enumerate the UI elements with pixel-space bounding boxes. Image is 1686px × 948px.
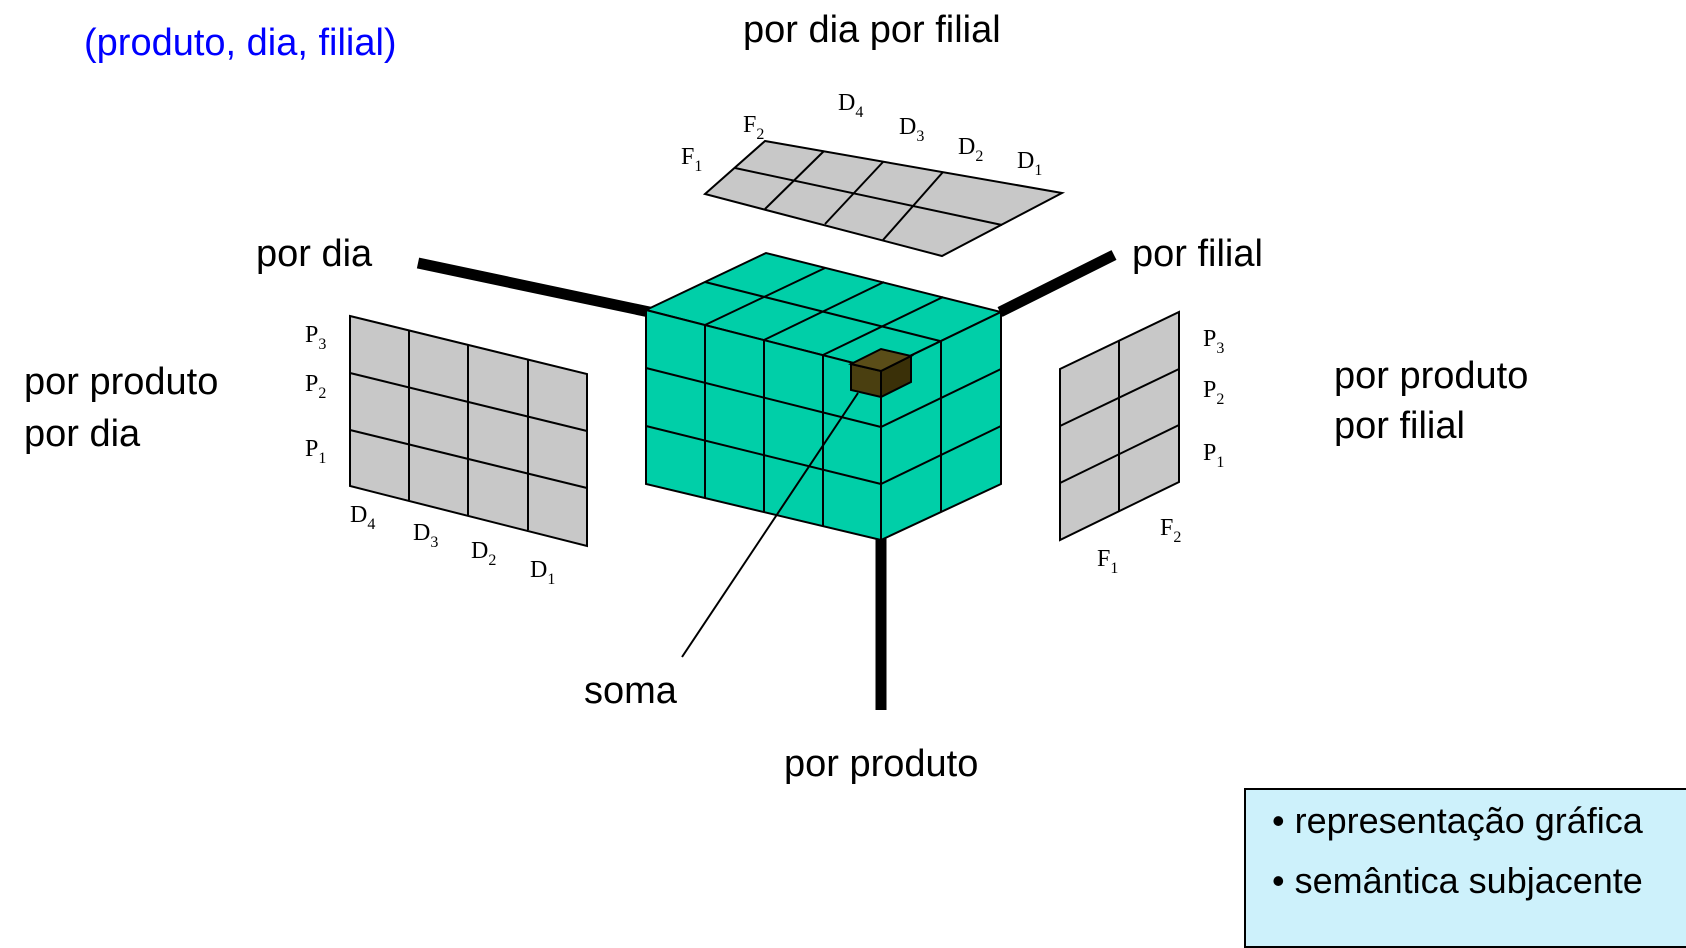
left-plane-label-line1: por produto bbox=[24, 361, 218, 403]
soma-cell bbox=[848, 347, 914, 399]
axis-dia-bar bbox=[416, 257, 656, 319]
right-plane bbox=[1059, 310, 1180, 542]
right-produto-index: P2 bbox=[1203, 377, 1224, 408]
right-filial-index: F2 bbox=[1160, 515, 1181, 546]
top-plane-label: por dia por filial bbox=[743, 9, 1001, 51]
note-box: • representação gráfica • semântica subj… bbox=[1244, 788, 1686, 948]
axis-produto-label: por produto bbox=[784, 743, 978, 785]
left-plane bbox=[349, 314, 588, 548]
top-filial-index: F1 bbox=[681, 144, 702, 175]
right-plane-label-line1: por produto bbox=[1334, 355, 1528, 397]
left-dia-index: D1 bbox=[530, 557, 555, 588]
axis-filial-label: por filial bbox=[1132, 233, 1263, 275]
left-plane-label-line2: por dia bbox=[24, 413, 141, 455]
right-plane-label-line2: por filial bbox=[1334, 405, 1465, 447]
left-produto-index: P3 bbox=[305, 322, 326, 353]
axis-filial-bar bbox=[997, 250, 1117, 317]
data-cube bbox=[643, 251, 1004, 542]
title: (produto, dia, filial) bbox=[84, 22, 397, 64]
top-plane bbox=[702, 139, 1066, 258]
axis-dia-label: por dia bbox=[256, 233, 373, 275]
top-dia-index: D4 bbox=[838, 90, 863, 121]
left-dia-index: D4 bbox=[350, 502, 375, 533]
left-produto-index: P2 bbox=[305, 371, 326, 402]
right-filial-index: F1 bbox=[1097, 546, 1118, 577]
right-produto-index: P1 bbox=[1203, 440, 1224, 471]
top-dia-index: D3 bbox=[899, 114, 924, 145]
left-dia-index: D2 bbox=[471, 538, 496, 569]
note-item: • semântica subjacente bbox=[1272, 860, 1643, 901]
top-dia-index: D2 bbox=[958, 134, 983, 165]
soma-label: soma bbox=[584, 670, 678, 712]
right-produto-index: P3 bbox=[1203, 326, 1224, 357]
soma-pointer bbox=[681, 392, 859, 658]
top-filial-index: F2 bbox=[743, 112, 764, 143]
top-dia-index: D1 bbox=[1017, 148, 1042, 179]
note-item: • representação gráfica bbox=[1272, 800, 1643, 841]
left-dia-index: D3 bbox=[413, 520, 438, 551]
left-produto-index: P1 bbox=[305, 436, 326, 467]
